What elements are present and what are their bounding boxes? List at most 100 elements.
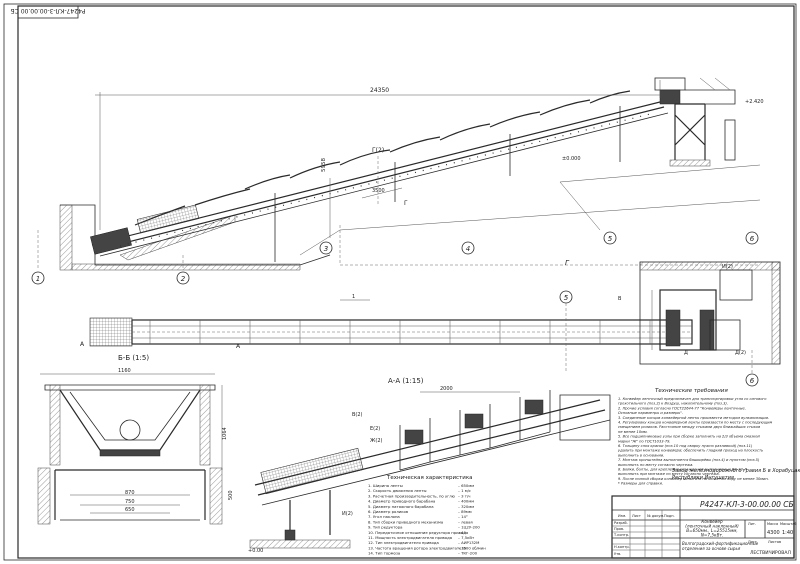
spec-row-value: – ТКГ-200 [458,551,478,556]
svg-text:Изм.: Изм. [618,514,626,518]
title-block: Р4247-КЛ-3-00.00.00 СБ Изм. Лист № докум… [611,495,797,559]
tech-req-item: марки "Ж" по ГОСТ1033-79. [618,439,671,443]
dim-step: 3500 [372,188,385,194]
spec-row-label: 13. Частота вращения ротора электродвига… [368,545,466,550]
spec-row-label: 1. Ширина ленты [368,483,403,488]
dim-bb-1: 870 [125,490,135,496]
axis-bubble [461,241,475,255]
scale-value: 1:40 [782,530,793,536]
tech-req-item: грохотильного (поз.2) к Воздуш, накопите… [618,402,728,406]
spec-row-value: – 89мм [458,509,472,514]
axis-bubble [603,231,617,245]
svg-text:5: 5 [608,235,613,243]
spec-row-label: 6. Диаметр роликов [368,509,409,514]
mark-aa-i: И(2) [342,511,353,517]
svg-text:Утв.: Утв. [614,552,621,556]
tech-req-item: 2. Прочие условия согласно ГОСТ22644-77 … [618,406,746,410]
tech-req-item: 8. Бойки, болты, для крепления ограждени… [618,468,747,472]
customer-text: Завод железнодорожного гравия Б в Хорабу… [672,468,800,481]
mark-a-right: А [236,343,241,350]
svg-text:Подп.: Подп. [664,514,675,518]
svg-text:Лист: Лист [632,514,641,518]
spec-row-value: – 14° [458,514,468,519]
section-aa: А-А (1:15) 2000 В(2) Е(2) Ж(2) И(2) +0.0… [248,377,611,554]
spec-row-label: 8. Тип сборки приводного механизма [368,519,443,524]
drawing-code: Р4247-КЛ-3-00.00.00 СБ [700,500,794,509]
spec-row-label: 5. Диаметр натяжного барабана [368,504,434,509]
spec-row-value: – 650мм [458,483,474,488]
company-text: Волгоградский-фортификационныеотделения … [682,541,759,551]
tech-req-item: 3. Соединение концов конвейерной ленты п… [618,416,769,420]
axis-bubble [319,241,333,255]
designation-text: Конвейер(ленточный наклонный)В=650мм., L… [685,519,739,538]
tech-req-item: 9. После полной сборки конвейер испытать… [618,477,769,481]
axis-bubble [176,271,190,285]
spec-row-label: 11. Мощность электродвигателя привода [368,535,452,540]
company-short: ЛЕСТВИЧИРОВАЛ [750,550,791,556]
loading-hopper [136,204,200,234]
company-line: Волгоградский-фортификационные [682,541,759,546]
svg-text:Масштаб: Масштаб [780,522,797,526]
customer-line: Завод железнодорожного гравия Б в Хорабу… [672,468,800,474]
svg-text:Пров.: Пров. [614,527,624,531]
axis-bubble [745,373,759,387]
svg-text:3: 3 [324,245,328,253]
head-tower: +2.420 [654,77,764,167]
svg-text:Лист: Лист [748,540,757,544]
tech-req-item: * Размеры для справки. [618,482,663,486]
dim-total: 24350 [370,87,389,94]
mass-value: 4300 [767,530,780,536]
side-code: Р4247-КЛ-3-00.00.00 СБ [11,7,86,14]
mark-aa-v: В(2) [352,412,363,418]
spec-row-label: 7. Угол наклона [368,514,400,519]
level-mark-1: +2.420 [745,99,764,105]
spec-row-label: 12. Тип электродвигателя привода [368,540,439,545]
section-bb-title: Б-Б (1:5) [118,354,149,362]
spec-row-value: – левая [458,519,473,524]
dim-bb-side2: 500 [228,490,234,500]
plan-view: 1 А А В 5 Г Д Д(2) И(2) 6 [80,259,781,387]
svg-text:1: 1 [36,275,40,283]
tech-req-item: 6. Толщину слоя краски (поз.10 под сварк… [618,444,753,448]
spec-row-label: 2. Скорость движения ленты [368,488,427,493]
tech-req-item: выполнить в основании. [618,453,664,457]
dim-aa-top: 2000 [440,386,453,392]
mark-aa-zh: Ж(2) [370,438,383,444]
tech-req-item: выполнить при монтаже по месту согласно … [618,472,720,476]
mark-g-plan: Г [565,259,570,267]
axis-bubble [31,271,45,285]
aa-hopper [260,447,364,495]
spec-row-value: – 320мм [458,504,474,509]
mark-d: Д [684,350,688,356]
spec-row-value: – 1 м/с [458,488,471,493]
axis-bubble [745,231,759,245]
elevation-view: +2.420 24350 5958 3500 Г(2) Г ±0.000 1 2… [31,77,764,285]
svg-text:Лит.: Лит. [748,522,756,526]
tail-section [90,227,132,255]
side-stamp-box [17,5,79,19]
foundation-wall-left [59,204,73,271]
spec-row-value: – 1500 об/мин [458,545,486,550]
designation-line: N=7,5кВт. [701,533,723,538]
outer-frame [3,3,797,561]
svg-text:6: 6 [750,235,755,243]
tech-requirements: Технические требования 1. Конвейер ленто… [617,388,773,486]
tech-req-item: 1. Конвейер ленточный предназначен для т… [618,397,767,401]
tech-spec-title: Техническая характеристика [386,475,473,481]
designation-line: В=650мм., L=25515мм, [686,528,738,533]
tech-req-item: не менее 10мм. [618,430,648,434]
position-label: 1 [352,294,355,300]
dim-bb-side: 1064 [222,427,228,440]
tech-req-title: Технические требования [655,388,728,394]
svg-text:2: 2 [181,275,186,283]
inner-frame [17,5,795,559]
designation-line: (ленточный наклонный) [685,524,739,529]
level-mark-2: ±0.000 [562,156,581,162]
tech-req-item: Основные параметры и размеры". [618,411,683,415]
svg-text:5: 5 [564,294,569,302]
tech-req-item: 4. Регулировку концов конвейерной ленты … [618,421,773,425]
dim-bb-3: 650 [125,507,135,513]
tech-req-item: 5. Все подшипниковые узлы при сборке зап… [618,435,760,439]
tech-req-item: 7. Монтаж кронштейна выполняется башкирё… [618,458,760,462]
